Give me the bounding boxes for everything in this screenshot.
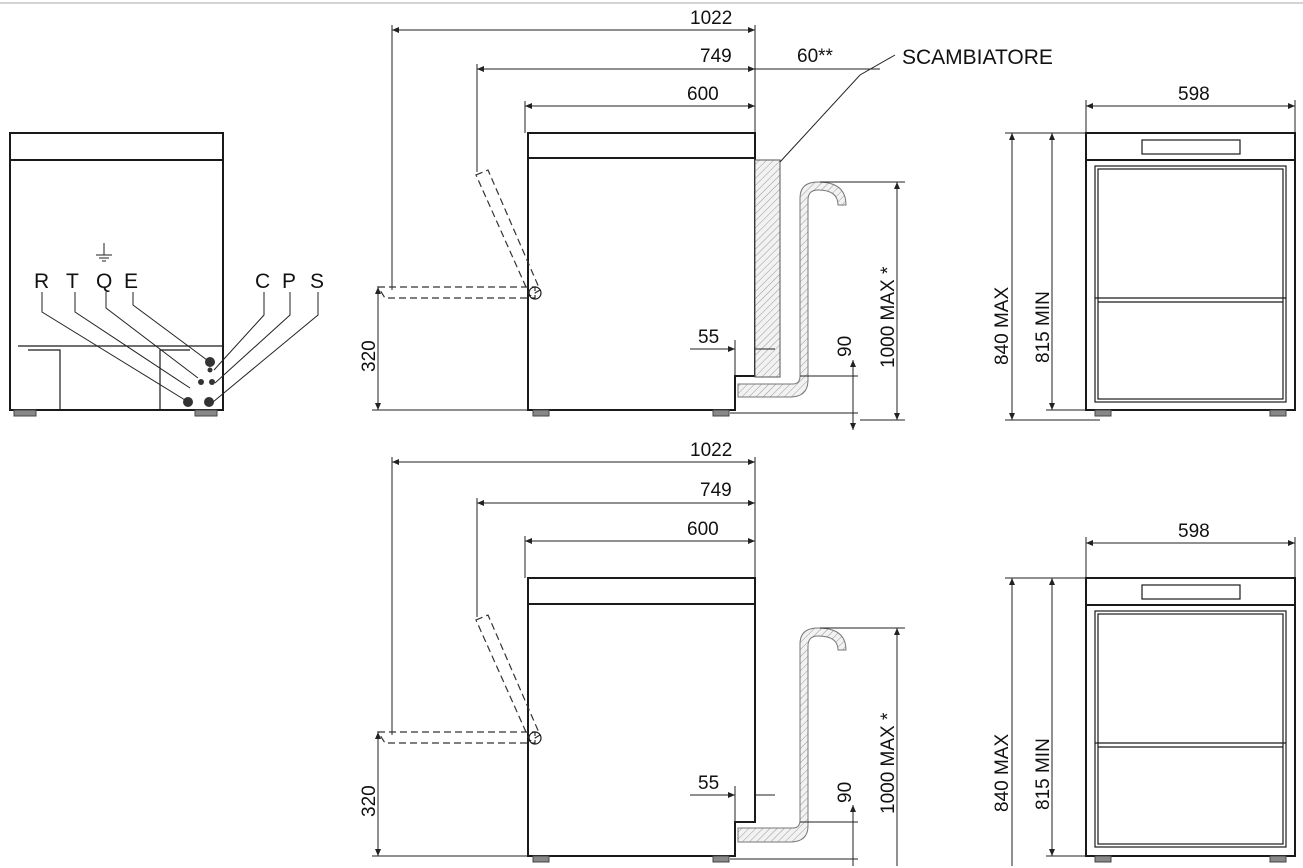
side-view-without-exchanger: 1022 749 600 320 55 90 1000 MAX * (359, 440, 905, 866)
dim-open-depth-top: 749 (700, 46, 732, 67)
connection-e-point (205, 357, 215, 367)
dim-door-height-bottom: 320 (359, 785, 380, 817)
side-view-with-exchanger: 1022 749 60** 600 SCAMBIATORE 320 (359, 8, 1053, 430)
front-view-top: 598 840 MAX 815 MIN (992, 84, 1296, 421)
dim-overall-depth-bottom: 1022 (690, 440, 732, 461)
connection-label-q: Q (96, 270, 112, 293)
connection-s-point (204, 397, 214, 407)
dim-drain-offset-bottom: 55 (698, 773, 719, 794)
dim-width-top: 598 (1178, 84, 1210, 105)
dim-height-max-bottom: 840 MAX (992, 734, 1013, 812)
connection-label-c: C (255, 270, 270, 293)
dim-height-max-top: 840 MAX (992, 287, 1013, 365)
ground-symbol-icon (96, 243, 112, 262)
dim-overall-depth-top: 1022 (690, 8, 732, 29)
connection-label-s: S (310, 270, 324, 293)
connection-p-point (209, 379, 215, 385)
dim-drain-base-bottom: 90 (835, 782, 856, 803)
rear-view: R T Q E C P S (9, 132, 324, 417)
dim-door-height-top: 320 (359, 340, 380, 372)
connection-label-e: E (124, 270, 138, 293)
connection-q-point (198, 379, 204, 385)
front-view-bottom: 598 840 MAX 815 MIN (992, 521, 1296, 866)
connection-label-t: T (66, 270, 79, 293)
exchanger-label: SCAMBIATORE (902, 46, 1053, 69)
dim-drain-height-bottom: 1000 MAX * (878, 712, 899, 814)
dim-drain-height-top: 1000 MAX * (878, 266, 899, 368)
dim-body-depth-bottom: 600 (687, 519, 719, 540)
dim-height-min-top: 815 MIN (1033, 291, 1054, 363)
dim-drain-base-top: 90 (835, 336, 856, 357)
dim-width-bottom: 598 (1178, 521, 1210, 542)
connection-label-p: P (282, 270, 296, 293)
dim-height-min-bottom: 815 MIN (1033, 738, 1054, 810)
connection-c-point (207, 367, 213, 373)
connection-label-r: R (34, 270, 49, 293)
dim-exchanger-depth: 60** (797, 46, 834, 67)
dim-open-depth-bottom: 749 (700, 480, 732, 501)
dim-drain-offset-top: 55 (698, 327, 719, 348)
dim-body-depth-top: 600 (687, 84, 719, 105)
connection-r-point (183, 397, 193, 407)
